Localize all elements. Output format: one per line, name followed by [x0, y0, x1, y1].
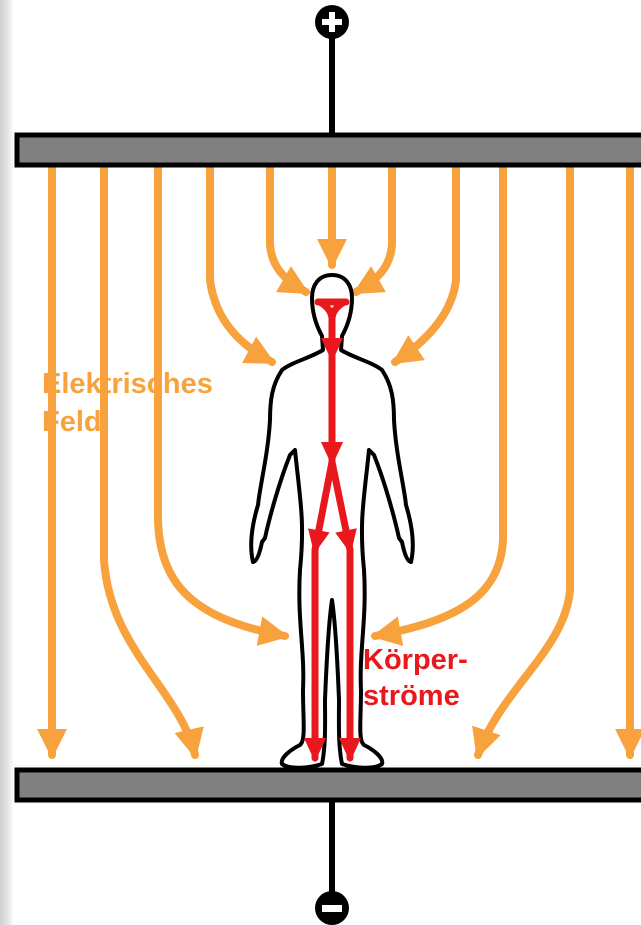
electric-field-label: Elektrisches Feld [42, 365, 213, 441]
field-line [395, 168, 456, 362]
field-label-line2: Feld [42, 403, 213, 441]
plus-terminal-icon [315, 5, 349, 39]
body-label-line1: Körper- [363, 642, 468, 678]
field-line [356, 168, 392, 292]
body-label-line2: ströme [363, 678, 468, 714]
field-label-line1: Elektrisches [42, 365, 213, 403]
field-line [210, 168, 272, 362]
field-line [104, 168, 195, 755]
minus-terminal-icon [315, 891, 349, 925]
body-currents-label: Körper- ströme [363, 642, 468, 714]
top-plate [17, 135, 641, 165]
field-line [478, 168, 570, 755]
bottom-plate [17, 770, 641, 800]
field-line [270, 168, 306, 292]
